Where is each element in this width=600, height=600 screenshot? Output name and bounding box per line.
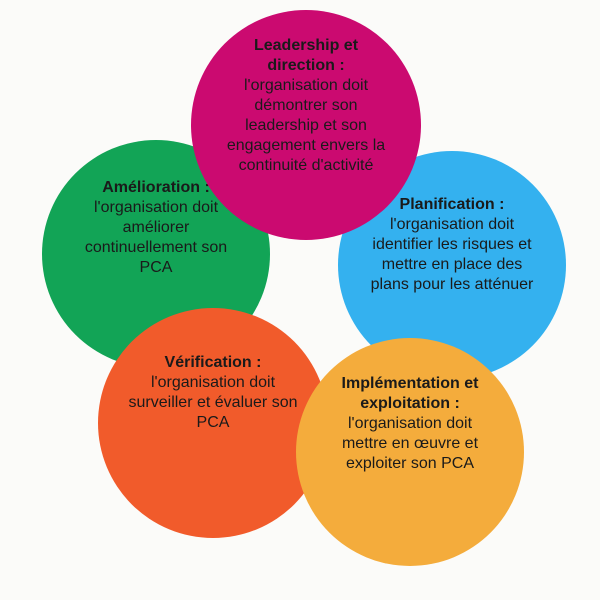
circle-title: Vérification : xyxy=(164,354,262,371)
circle-verification: Vérification : l'organisation doit surve… xyxy=(98,308,328,538)
circle-implementation-exploitation: Implémentation et exploitation : l'organ… xyxy=(296,338,524,566)
circle-title: Implémentation et exploitation : xyxy=(341,375,479,412)
circle-title: Amélioration : xyxy=(102,179,210,196)
circle-body: l'organisation doit surveiller et évalue… xyxy=(128,374,298,431)
circle-leadership-direction: Leadership et direction : l'organisation… xyxy=(191,10,421,240)
circle-title: Leadership et direction : xyxy=(253,37,359,74)
circle-body: l'organisation doit démontrer son leader… xyxy=(226,77,386,174)
circle-body: l'organisation doit mettre en œuvre et e… xyxy=(341,415,479,472)
circle-title: Planification : xyxy=(399,196,505,213)
circle-body: l'organisation doit améliorer continuell… xyxy=(84,199,228,276)
circle-planification: Planification : l'organisation doit iden… xyxy=(338,151,566,379)
circle-body: l'organisation doit identifier les risqu… xyxy=(370,216,534,293)
